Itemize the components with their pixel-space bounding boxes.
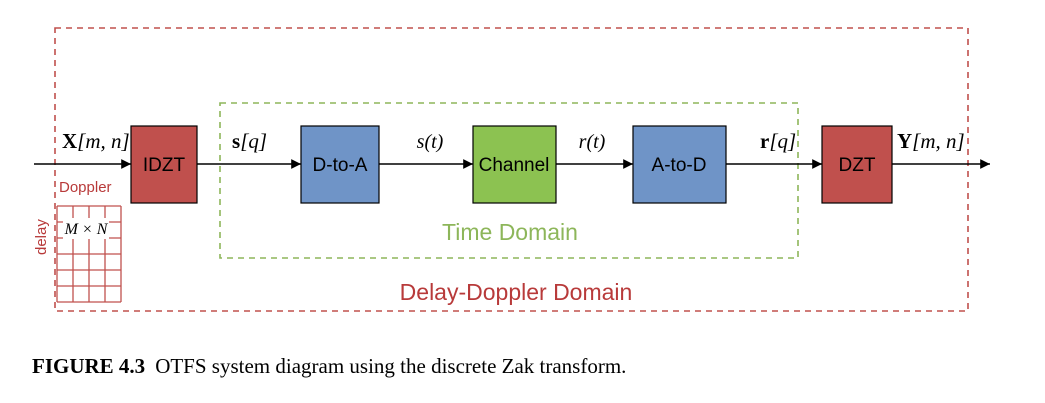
delay-doppler-grid [56, 205, 122, 303]
caption-text: OTFS system diagram using the discrete Z… [155, 354, 627, 378]
dzt-label: DZT [839, 155, 876, 176]
signal-y-label: Y[m, n] [897, 129, 965, 153]
a-to-d-label: A-to-D [652, 155, 707, 176]
figure-caption: FIGURE 4.3 OTFS system diagram using the … [32, 354, 1022, 379]
delay-doppler-title: Delay-Doppler Domain [400, 279, 633, 305]
signal-st-label: s(t) [417, 131, 444, 153]
time-domain-title: Time Domain [442, 219, 578, 245]
figure-number: FIGURE 4.3 [32, 354, 146, 378]
d-to-a-label: D-to-A [313, 155, 368, 176]
otfs-system-diagram: IDZT D-to-A Channel A-to-D DZT X[m, n] s… [33, 27, 990, 312]
dzt-block [821, 125, 893, 204]
channel-label: Channel [479, 155, 550, 176]
signal-rq-label: r[q] [760, 129, 796, 153]
delay-axis-label: delay [33, 219, 50, 255]
grid-label-backing [63, 218, 109, 239]
idzt-label: IDZT [143, 155, 186, 176]
time-domain-region [219, 102, 799, 259]
delay-doppler-region [54, 27, 969, 312]
signal-x-label: X[m, n] [62, 129, 130, 153]
doppler-axis-label: Doppler [59, 179, 112, 196]
signal-rt-label: r(t) [579, 131, 606, 153]
signal-sq-label: s[q] [232, 129, 267, 153]
channel-block [472, 125, 557, 204]
idzt-block [130, 125, 198, 204]
a-to-d-block [632, 125, 727, 204]
d-to-a-block [300, 125, 380, 204]
grid-size-label: M × N [64, 221, 109, 238]
